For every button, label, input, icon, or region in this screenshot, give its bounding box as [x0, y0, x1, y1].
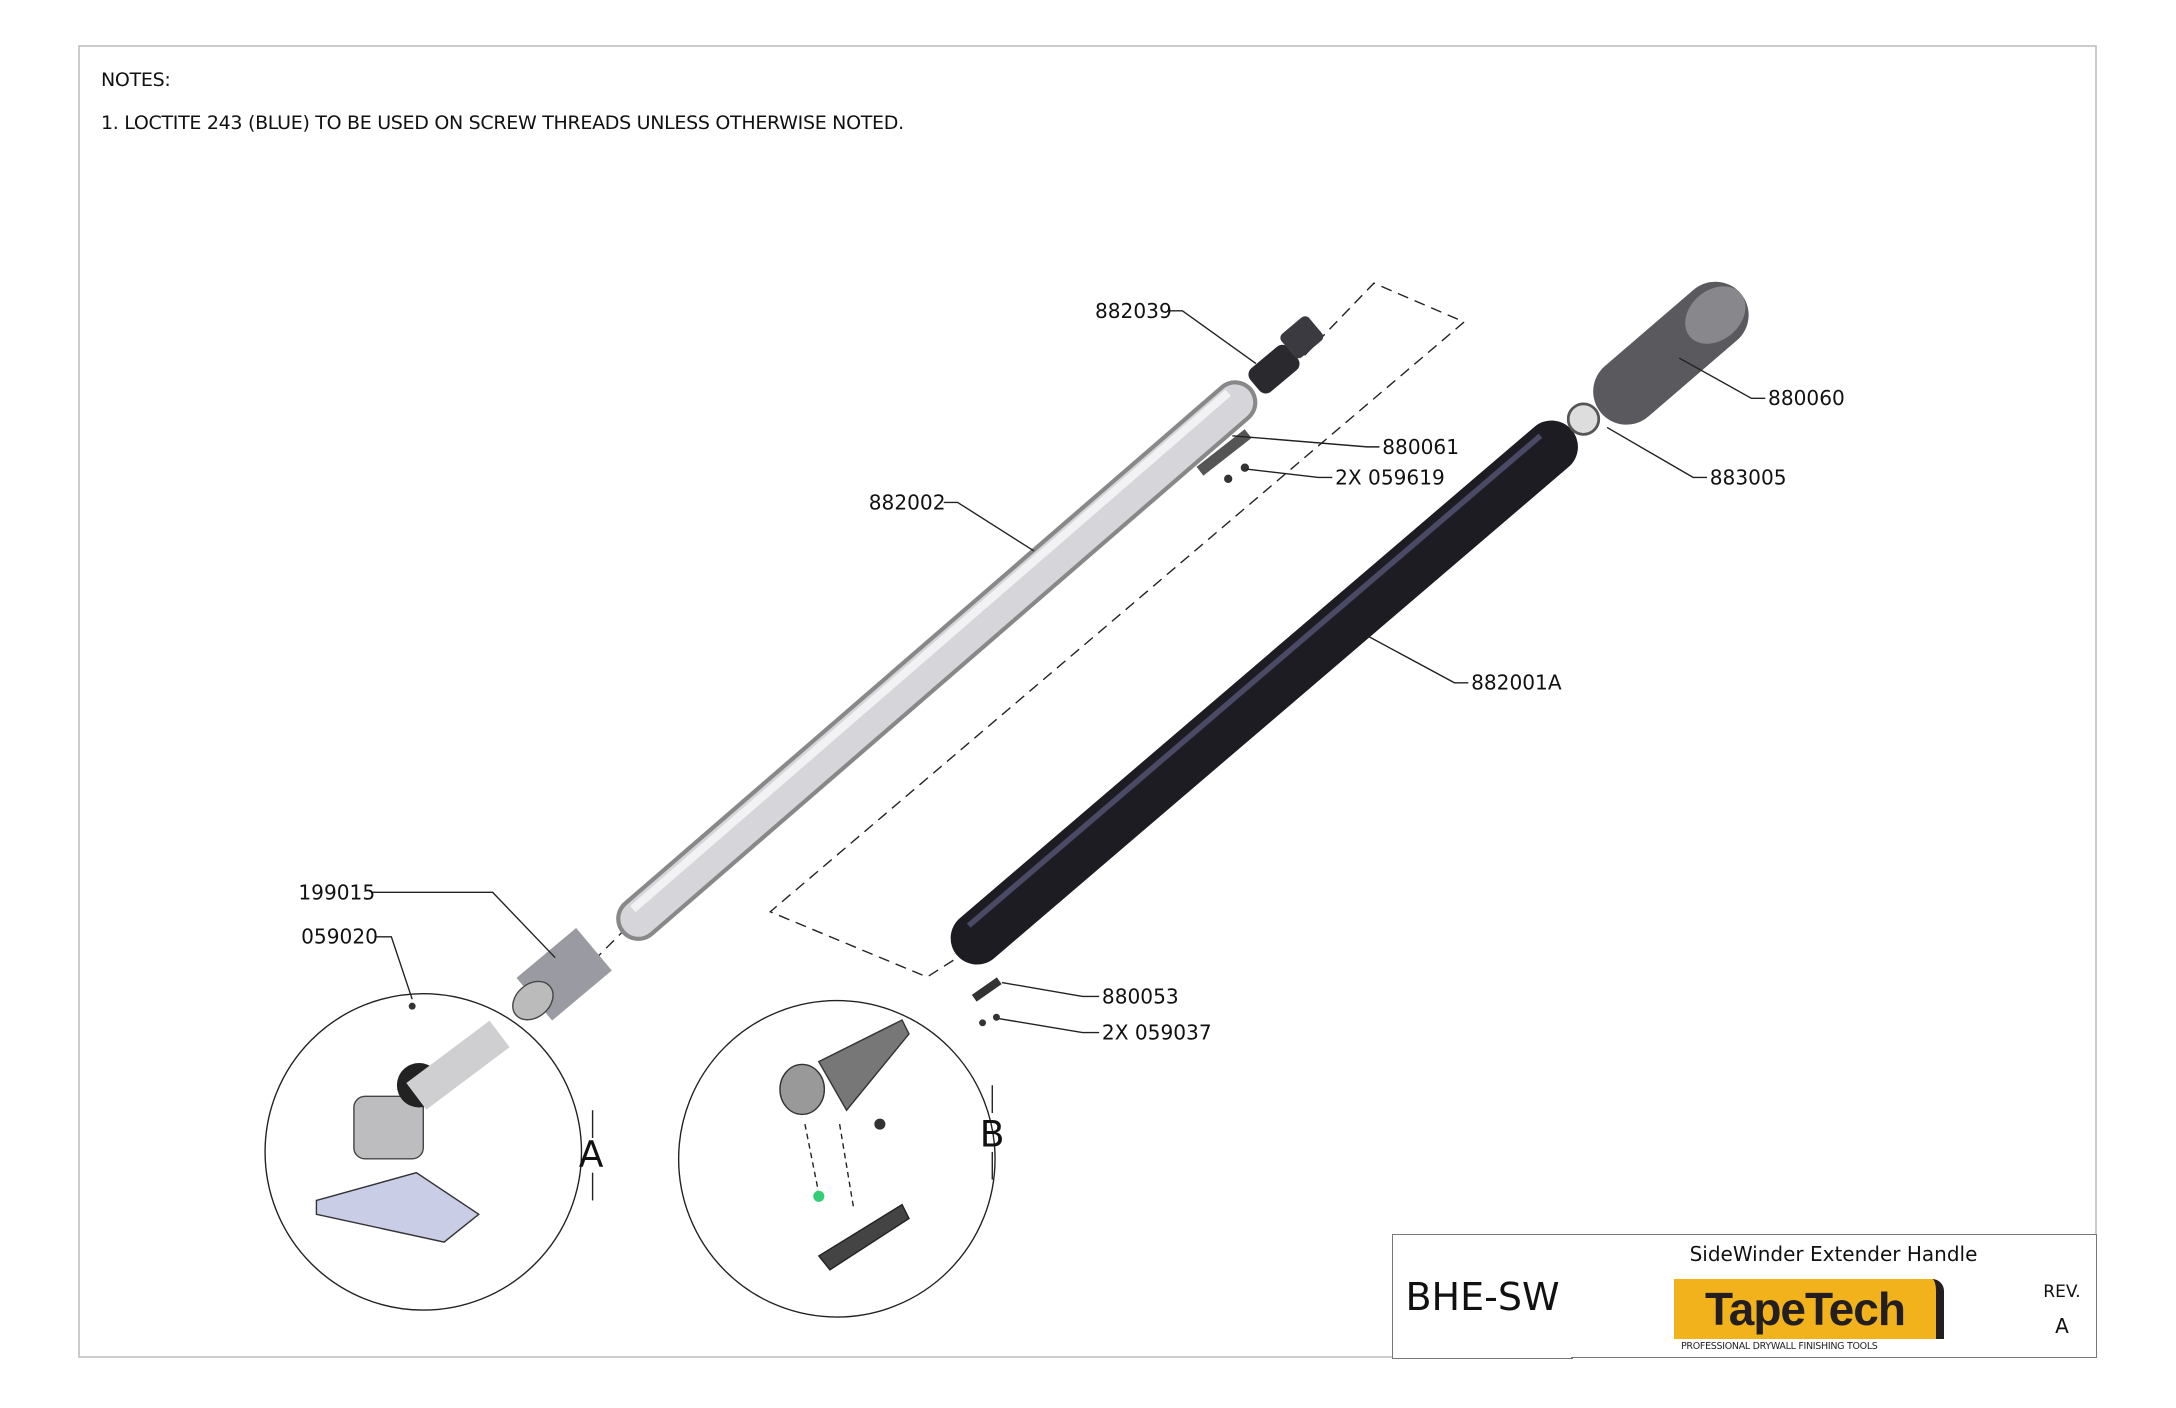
detail-label-b: B	[980, 1113, 1005, 1155]
callout-880061: 880061	[1382, 435, 1459, 459]
callout-059037: 2X 059037	[1102, 1020, 1212, 1044]
detail-circle-a	[264, 992, 583, 1311]
callout-059020: 059020	[301, 925, 378, 949]
logo-text: TapeTech	[1705, 1283, 1906, 1335]
callout-199015: 199015	[298, 880, 375, 904]
screw-icon	[1240, 463, 1250, 472]
tube-882001A	[950, 420, 1578, 965]
callout-882002: 882002	[869, 490, 946, 514]
part-883005	[1566, 402, 1601, 436]
screw-icon	[1224, 474, 1233, 483]
drawing-title: SideWinder Extender Handle	[1689, 1242, 1978, 1266]
part-880061	[1196, 429, 1252, 476]
leader-lines	[371, 310, 1766, 1201]
screw-icon	[408, 1002, 416, 1010]
rev-label: REV.	[2043, 1282, 2081, 1302]
callout-880060: 880060	[1768, 386, 1845, 410]
callout-880053: 880053	[1102, 984, 1179, 1008]
callout-882001A: 882001A	[1471, 671, 1562, 695]
screw-icon	[992, 1013, 1000, 1021]
tapetech-logo: TapeTech	[1674, 1279, 1944, 1339]
note-item-1: 1. LOCTITE 243 (BLUE) TO BE USED ON SCRE…	[101, 112, 904, 134]
detail-label-a: A	[579, 1134, 604, 1176]
detail-b-head	[779, 1019, 910, 1271]
part-number: BHE-SW	[1405, 1274, 1560, 1319]
callout-059619: 2X 059619	[1335, 465, 1445, 489]
notes-heading: NOTES:	[101, 69, 171, 91]
logo-tagline: PROFESSIONAL DRYWALL FINISHING TOOLS	[1681, 1341, 1878, 1352]
screw-icon	[979, 1019, 987, 1027]
part-882039	[1248, 316, 1324, 394]
drawing-border	[78, 45, 2097, 1358]
assembly-path-dashed	[768, 282, 1466, 978]
detail-circle-b	[677, 999, 996, 1318]
rev-value: A	[2055, 1314, 2069, 1338]
part-880053	[971, 977, 1002, 1002]
callout-882039: 882039	[1095, 299, 1172, 323]
detail-a-head	[315, 1020, 510, 1243]
callout-883005: 883005	[1710, 465, 1787, 489]
